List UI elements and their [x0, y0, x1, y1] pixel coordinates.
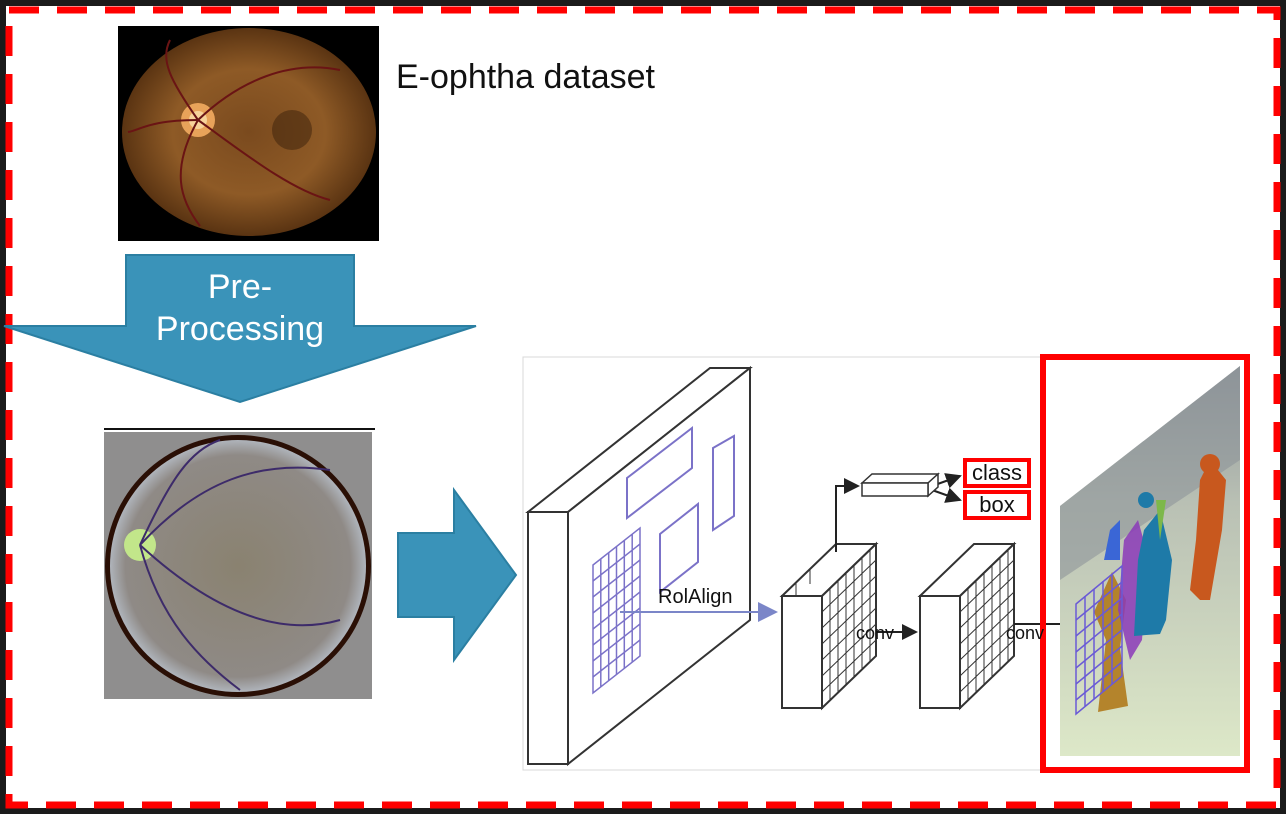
region-proposals: [626, 425, 735, 595]
class-output-label: class: [963, 458, 1031, 488]
fc-head-block: [860, 472, 940, 498]
fundus-image: [118, 26, 379, 241]
preprocessing-label: Pre- Processing: [128, 266, 352, 350]
block-1-grid: [795, 550, 877, 700]
preprocessed-fundus-image: [104, 428, 375, 699]
preprocessing-arrow: [3, 254, 477, 404]
preprocessing-label-line-1: Pre-: [207, 268, 273, 306]
network-input-arrow: [397, 486, 518, 664]
box-arrow: [931, 487, 962, 503]
output-highlight-box: [1040, 354, 1250, 773]
dashed-border: [5, 6, 1281, 809]
preprocessing-label-line-2: Processing: [155, 310, 325, 348]
dataset-title: E-ophtha dataset: [396, 58, 655, 96]
roialign-label: RolAlign: [658, 586, 733, 608]
roi-grid: [592, 526, 641, 695]
conv-label-2: conv: [1006, 623, 1045, 643]
detection-output-image: [1060, 366, 1240, 756]
block-2-grid: [959, 550, 1015, 700]
box-output-label: box: [963, 490, 1031, 520]
head-branch-line: [835, 478, 860, 552]
conv-label-1: conv: [856, 623, 895, 643]
